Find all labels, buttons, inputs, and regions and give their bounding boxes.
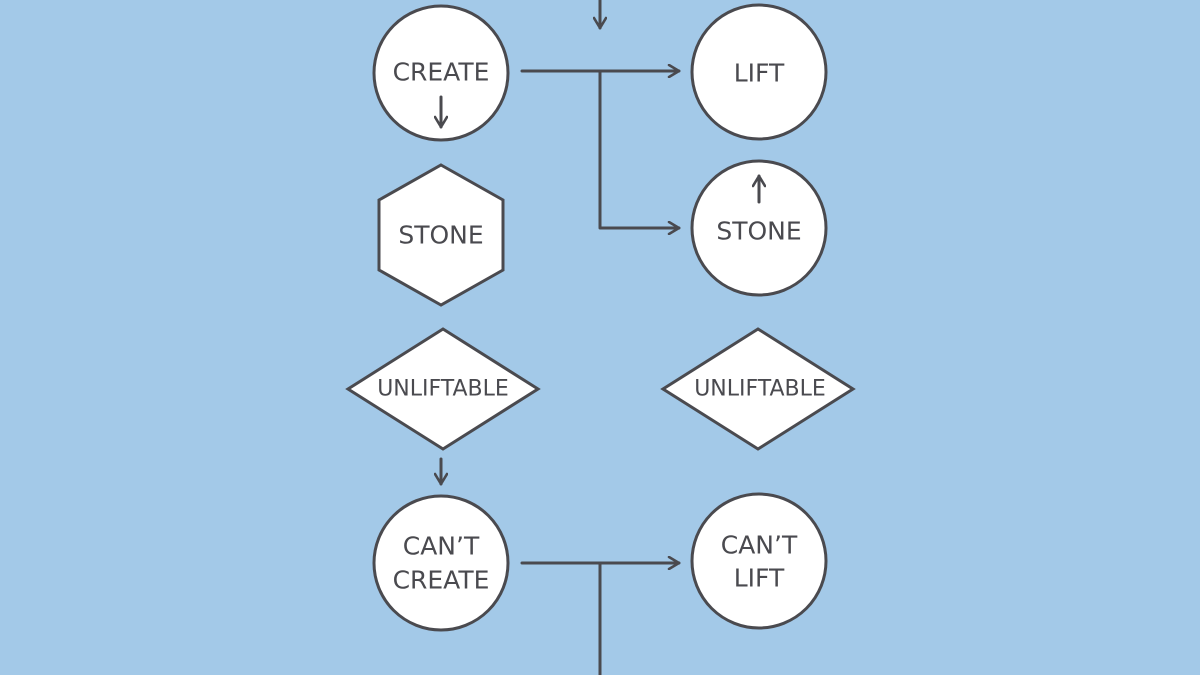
node-cant-create-line1: CAN’T	[403, 532, 480, 561]
node-cant-lift-line2: LIFT	[734, 564, 785, 593]
node-stone-left: STONE	[377, 163, 505, 307]
node-unliftable-right-label: UNLIFTABLE	[694, 377, 826, 402]
node-cant-create: CAN’T CREATE	[372, 494, 510, 632]
node-unliftable-right: UNLIFTABLE	[660, 327, 856, 451]
edges	[441, 0, 681, 675]
node-cant-lift-line1: CAN’T	[721, 531, 798, 560]
node-cant-create-line2: CREATE	[393, 566, 490, 595]
node-stone-right-label: STONE	[716, 217, 801, 246]
node-stone-left-label: STONE	[398, 221, 483, 250]
node-create-label: CREATE	[393, 58, 490, 87]
node-cant-lift: CAN’T LIFT	[690, 492, 828, 630]
node-lift-label: LIFT	[734, 59, 785, 88]
node-create: CREATE	[372, 4, 510, 142]
node-lift: LIFT	[690, 3, 828, 141]
node-unliftable-left: UNLIFTABLE	[345, 327, 541, 451]
node-unliftable-left-label: UNLIFTABLE	[377, 377, 509, 402]
node-stone-right: STONE	[690, 159, 828, 297]
branch-to-stone-right-arrow	[598, 69, 681, 228]
